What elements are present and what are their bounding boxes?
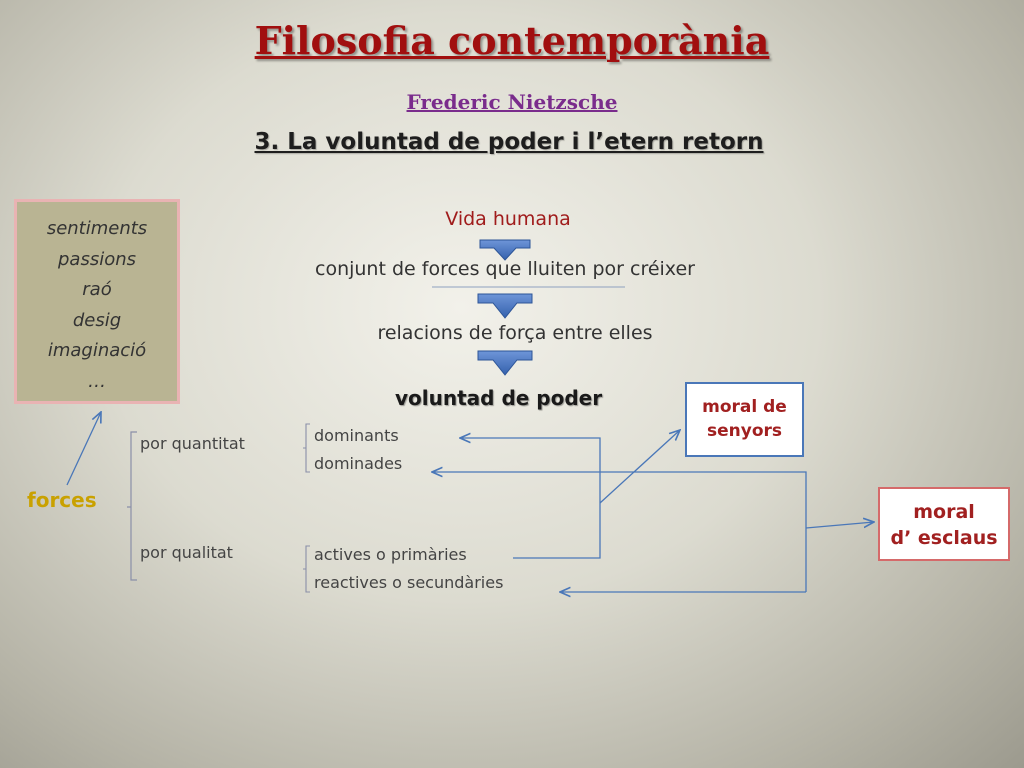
branch-quantitat-label: por quantitat [140, 434, 245, 453]
quantitat-item-dominants: dominants [314, 426, 399, 445]
faculty-item: desig [72, 309, 122, 331]
quantitat-item-dominades: dominades [314, 454, 403, 473]
flow-step-4: voluntad de poder [395, 386, 603, 410]
flow-arrow-2 [477, 293, 533, 319]
moral-esclaus-line-2: d’ esclaus [890, 527, 998, 549]
esclaus-arrow [805, 522, 874, 529]
senyors-connector [460, 438, 601, 559]
qualitat-item-actives: actives o primàries [314, 545, 467, 564]
forces-brace [127, 431, 137, 581]
forces-label: forces [27, 488, 97, 512]
flow-step-1: Vida humana [445, 208, 571, 230]
faculty-item: imaginació [47, 340, 147, 361]
flow-arrow-3 [477, 350, 533, 376]
forces-to-box-arrow [66, 412, 101, 486]
moral-senyors-box: moral de senyors [685, 382, 804, 457]
faculties-box: sentiments passions raó desig imaginació… [14, 199, 180, 404]
moral-senyors-line-1: moral de [702, 397, 787, 417]
subtitle: Frederic Nietzsche [406, 90, 618, 114]
flow-step-2: conjunt de forces que lluiten por créixe… [315, 258, 695, 280]
faculty-item: passions [57, 248, 136, 270]
qualitat-brace [303, 545, 310, 593]
moral-senyors-line-2: senyors [706, 421, 782, 441]
faculty-item: sentiments [46, 218, 148, 239]
branch-qualitat-label: por qualitat [140, 543, 233, 562]
qualitat-item-reactives: reactives o secundàries [314, 573, 504, 592]
section-heading: 3. La voluntad de poder i l’etern retorn [254, 129, 764, 155]
page-title: Filosofia contemporània [254, 18, 770, 63]
faculty-item: raó [82, 279, 112, 300]
faculty-item: … [88, 370, 106, 392]
moral-esclaus-box: moral d’ esclaus [878, 487, 1010, 561]
senyors-arrow [599, 430, 680, 504]
quantitat-brace [303, 423, 310, 473]
esclaus-connector [432, 472, 807, 592]
flow-arrow-1 [479, 239, 531, 261]
moral-esclaus-line-1: moral [913, 501, 975, 523]
flow-step-3: relacions de força entre elles [377, 322, 653, 344]
